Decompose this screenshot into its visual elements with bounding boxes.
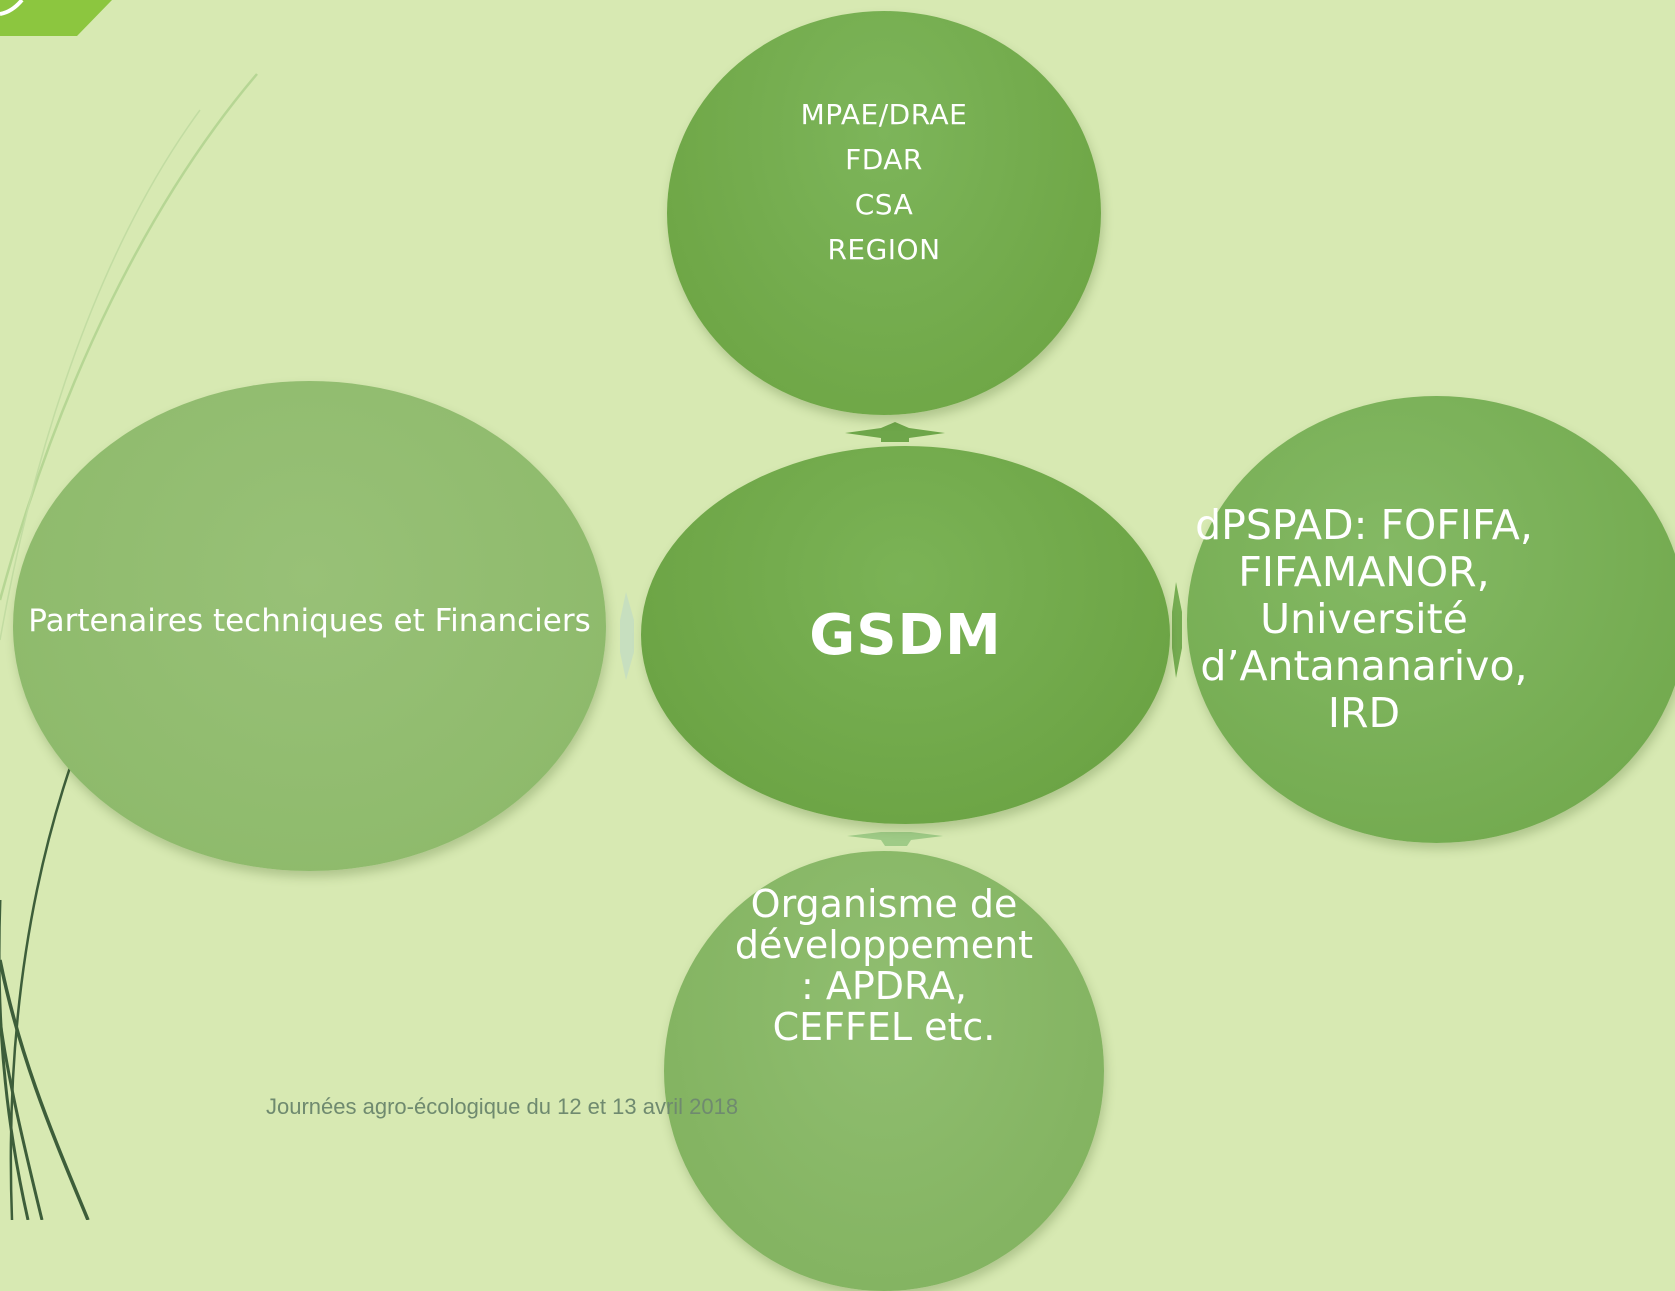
node-organisme-label: Organisme de développement : APDRA, CEFF… — [734, 882, 1034, 1049]
node-ministeres-line: FDAR — [845, 143, 923, 176]
node-recherche-label: dPSPAD: FOFIFA, FIFAMANOR, Université d’… — [1195, 501, 1533, 737]
node-gsdm-center: GSDM — [641, 446, 1170, 824]
connector-center-to-right — [1172, 582, 1182, 678]
node-ministeres-lines: MPAE/DRAE FDAR CSA REGION — [801, 92, 968, 272]
node-partenaires-label: Partenaires techniques et Financiers — [28, 603, 591, 639]
node-ministeres-line: CSA — [854, 188, 914, 221]
connector-center-to-top — [845, 422, 945, 442]
corner-accent-shape — [0, 0, 112, 36]
slide-footer: Journées agro-écologique du 12 et 13 avr… — [266, 1094, 739, 1119]
node-recherche: dPSPAD: FOFIFA, FIFAMANOR, Université d’… — [1187, 396, 1675, 843]
node-gsdm-label: GSDM — [809, 602, 1002, 668]
node-ministeres-line: REGION — [827, 233, 941, 266]
node-partenaires: Partenaires techniques et Financiers — [13, 381, 606, 871]
grass-strokes-decoration — [0, 73, 258, 1220]
node-ministeres-line: MPAE/DRAE — [800, 98, 968, 131]
node-organisme-developpement: Organisme de développement : APDRA, CEFF… — [664, 851, 1104, 1291]
connector-center-to-left — [620, 592, 634, 680]
connector-center-to-bottom — [847, 832, 943, 846]
node-ministeres: MPAE/DRAE FDAR CSA REGION — [667, 11, 1101, 415]
